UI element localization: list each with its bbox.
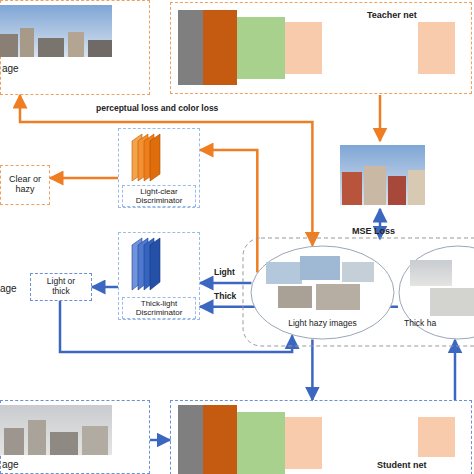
flow-arrow [200, 150, 257, 273]
node-text: Light hazy images [250, 319, 395, 329]
edge-label: perceptual loss and color loss [96, 104, 218, 114]
thick-hazy-photos [410, 260, 474, 316]
edge-label: Thick [214, 292, 236, 302]
discriminator-symbol [132, 238, 160, 290]
photo-building [342, 172, 362, 205]
loss-label: MSE Loss [352, 226, 395, 236]
photo-building [38, 38, 64, 57]
light-hazy-photos [266, 256, 374, 310]
photo-building [20, 28, 34, 57]
conv-block [178, 405, 203, 474]
node-text: age [2, 63, 42, 75]
conv-block [285, 417, 322, 469]
layer-plate [150, 238, 160, 290]
image-caption: age [0, 283, 17, 295]
flow-arrow [50, 177, 118, 180]
photo-building [0, 34, 18, 57]
photo-thumb [316, 284, 360, 310]
photo-building [4, 428, 24, 455]
network-box: Teacher net [170, 2, 472, 94]
input-image-box: age [0, 400, 150, 474]
output-box: Clear or hazy [0, 165, 50, 205]
photo-thumb [342, 262, 374, 282]
layer-plate [138, 238, 148, 290]
photo-thumb [266, 262, 302, 284]
photo-thumb [410, 260, 452, 286]
flow-arrow [200, 282, 251, 285]
node-text: Thick-light Discriminator [122, 297, 196, 319]
image-set-ellipse: Light hazy images [250, 245, 395, 340]
layer-plate [132, 134, 142, 181]
photo-sky [0, 405, 112, 455]
layer-plate [144, 134, 154, 181]
conv-block [203, 405, 237, 474]
photo-building [28, 420, 46, 455]
photo-thumb [300, 256, 340, 280]
conv-block [285, 22, 322, 74]
discriminator-symbol [132, 134, 160, 181]
node-text: Teacher net [367, 10, 447, 20]
layer-plate [150, 134, 160, 181]
photo-building [82, 426, 108, 455]
photo-building [68, 32, 84, 57]
flow-arrow [454, 340, 457, 400]
photo-building [50, 432, 78, 455]
node-text: Light or thick [40, 277, 82, 297]
student-layers [178, 405, 455, 474]
ellipse-shape [251, 246, 394, 339]
image-set-ellipse: Thick ha [398, 245, 474, 340]
photo-building [388, 176, 406, 205]
image-group-frame [243, 238, 474, 346]
conv-block [418, 417, 455, 457]
teacher-output-photo [340, 145, 425, 205]
output-arrow [379, 95, 382, 141]
photo-building [88, 40, 112, 57]
layer-plate [144, 238, 154, 290]
conv-block [418, 22, 455, 74]
input-photo [0, 5, 112, 57]
layer-plate [132, 238, 142, 290]
photo-building [364, 166, 386, 205]
ellipse-shape [399, 246, 474, 339]
conv-block [178, 10, 203, 85]
discriminator-box: Thick-light Discriminator [118, 232, 200, 320]
flow-arrow [311, 340, 314, 401]
photo-building [408, 170, 425, 205]
discriminator-box: Light-clear Discriminator [118, 128, 200, 208]
network-box: Student net [170, 400, 472, 474]
teacher-layers [178, 10, 455, 85]
photo-sky [340, 145, 425, 205]
node-text: Thick ha [404, 319, 474, 329]
flow-arrow [150, 439, 170, 442]
flow-arrow [20, 95, 312, 246]
node-text: Clear or hazy [2, 174, 48, 195]
flow-arrow [92, 286, 118, 289]
node-text: age [2, 459, 42, 471]
conv-block [237, 412, 285, 474]
edge-label: Light [214, 268, 235, 278]
photo-thumb [278, 286, 312, 308]
input-photo [0, 405, 112, 455]
input-image-box: age [0, 0, 150, 95]
conv-block [203, 10, 237, 85]
conv-block [237, 17, 285, 79]
node-text: Light-clear Discriminator [122, 185, 196, 207]
photo-thumb [430, 288, 474, 316]
output-box: Light or thick [30, 273, 92, 301]
layer-plate [138, 134, 148, 181]
node-text: Student net [377, 460, 457, 470]
photo-sky [0, 5, 112, 57]
